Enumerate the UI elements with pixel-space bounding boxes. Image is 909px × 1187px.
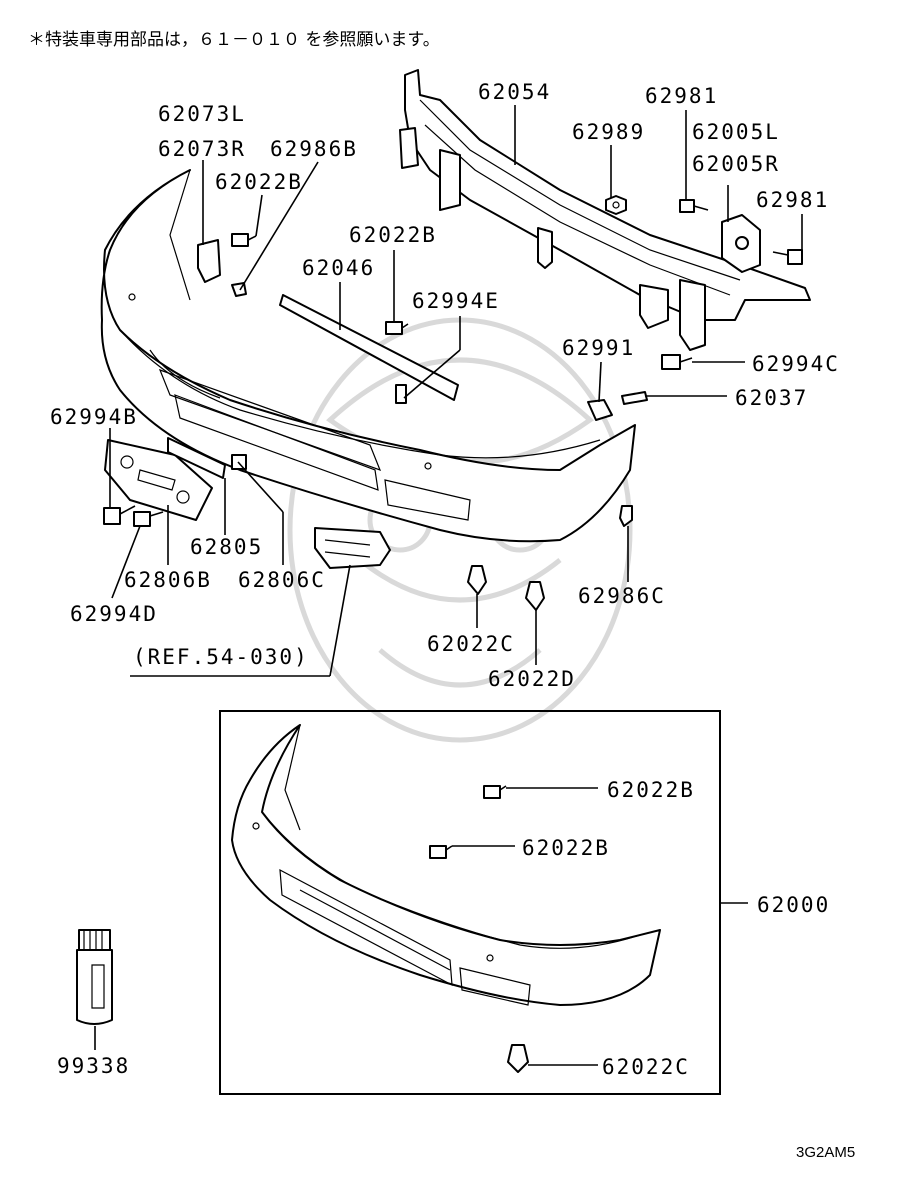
- label-62994B: 62994B: [50, 405, 138, 429]
- label-62806B: 62806B: [124, 568, 212, 592]
- header-note: ＊特装車専用部品は，６１－０１０ を参照願います。: [28, 30, 440, 50]
- label-62994E: 62994E: [412, 289, 500, 313]
- label-62022B-box-b: 62022B: [522, 836, 610, 860]
- label-62037: 62037: [735, 386, 808, 410]
- bracket-62805: [167, 437, 226, 479]
- screw-62022B-box-a: [483, 785, 507, 799]
- paint-bottle-99338: [76, 929, 113, 1025]
- nut-62989: [605, 195, 627, 215]
- clip-62991: [587, 399, 613, 421]
- label-62994D: 62994D: [70, 602, 158, 626]
- label-62805: 62805: [190, 535, 263, 559]
- label-62046: 62046: [302, 256, 375, 280]
- label-62000: 62000: [757, 893, 830, 917]
- labels-upper: 62054 62981 62989 62005L 62005R 62981 62…: [50, 80, 840, 691]
- label-62054: 62054: [478, 80, 551, 104]
- label-62022C-box: 62022C: [602, 1055, 690, 1079]
- leader-lines-box: [452, 787, 748, 1066]
- label-62981-top: 62981: [645, 84, 718, 108]
- bolt-62994D: [133, 511, 164, 527]
- label-62005R: 62005R: [692, 152, 780, 176]
- bolt-62994C: [661, 354, 693, 370]
- label-62986B: 62986B: [270, 137, 358, 161]
- reference-label: (REF.54-030): [133, 645, 309, 669]
- label-62022D: 62022D: [488, 667, 576, 691]
- screw-62994E: [395, 384, 407, 404]
- label-62981-right: 62981: [756, 188, 829, 212]
- bolt-62981-upper: [679, 199, 709, 213]
- screw-62022B-upper-left: [231, 233, 257, 247]
- label-62986C: 62986C: [578, 584, 666, 608]
- bolt-62981-right: [772, 249, 803, 265]
- label-99338: 99338: [57, 1054, 130, 1078]
- screw-62986C: [619, 505, 633, 527]
- label-62994C: 62994C: [752, 352, 840, 376]
- label-62022B-upper: 62022B: [215, 170, 303, 194]
- label-62022B-box-a: 62022B: [607, 778, 695, 802]
- label-62806C: 62806C: [238, 568, 326, 592]
- leader-lines-upper: [109, 105, 803, 677]
- label-62073L: 62073L: [158, 102, 246, 126]
- hood-lock-pin: [735, 236, 749, 250]
- label-62005L: 62005L: [692, 120, 780, 144]
- labels-box: 62022B 62022B 62000 62022C: [522, 778, 830, 1079]
- label-62022C-upper: 62022C: [427, 632, 515, 656]
- front-bumper-upper: [100, 169, 636, 543]
- label-62989: 62989: [572, 120, 645, 144]
- screw-62037: [621, 391, 648, 405]
- seal-strip-62046: [279, 294, 459, 401]
- bolt-62994B: [103, 505, 136, 525]
- clip-62022C-box: [507, 1044, 529, 1073]
- clip-62022C: [467, 565, 487, 595]
- reinforcement-bar: [399, 69, 811, 351]
- label-62991: 62991: [562, 336, 635, 360]
- fog-lamp-cover: [314, 527, 391, 569]
- label-62073R: 62073R: [158, 137, 246, 161]
- diagram-code: 3G2AM5: [796, 1144, 855, 1161]
- label-62022B-center: 62022B: [349, 223, 437, 247]
- bracket-62073: [197, 239, 221, 283]
- clip-62022D: [525, 581, 545, 611]
- screw-62022B-box-b: [429, 845, 453, 859]
- front-bumper-assembly: [231, 724, 661, 1006]
